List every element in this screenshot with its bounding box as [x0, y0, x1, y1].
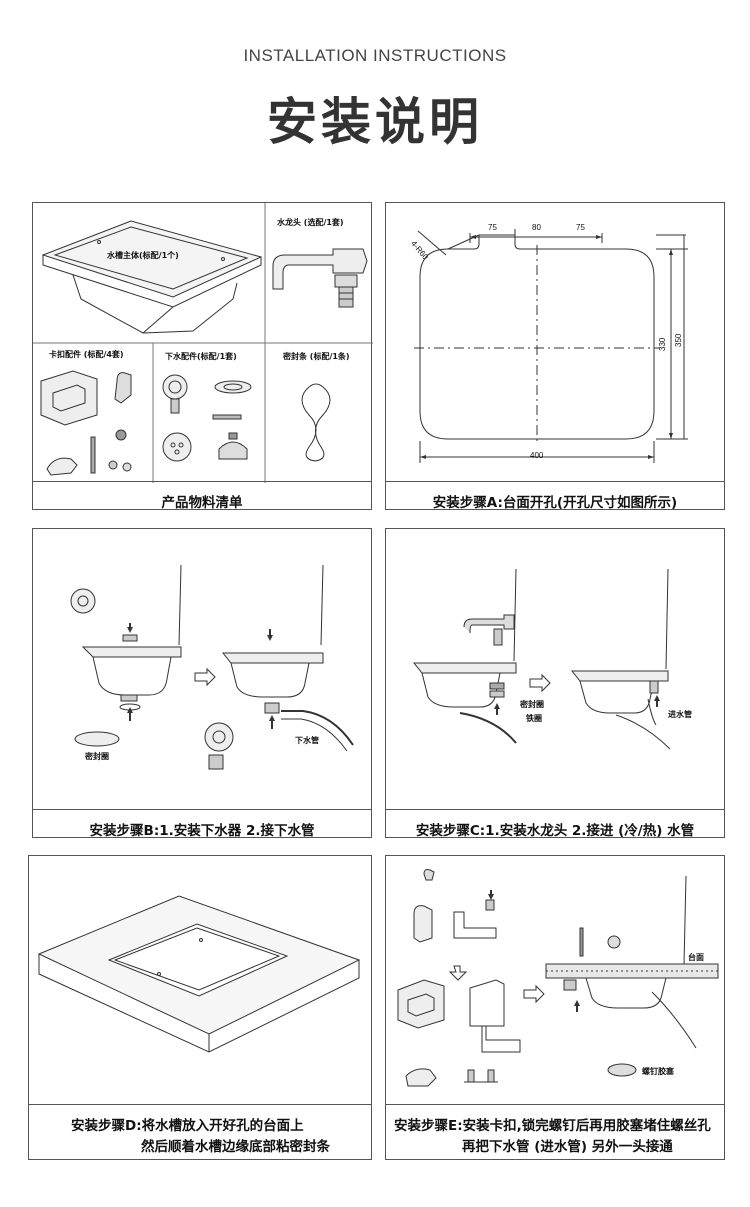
caption-bar — [386, 1104, 724, 1159]
step-a-caption: 安装步骤A:台面开孔(开孔尺寸如图所示) — [432, 495, 678, 511]
header-title-cn: 安装说明 — [267, 93, 483, 151]
parts-list-panel: 水槽主体(标配/1个) 水龙头 (选配/1套) 卡扣配件 (标配/4套) 下水配… — [32, 202, 373, 511]
step-d-caption-line1: 安装步骤D:将水槽放入开好孔的台面上 — [71, 1118, 304, 1134]
parts-list-caption: 产品物料清单 — [161, 495, 243, 511]
label-iron-ring: 铁圈 — [526, 714, 542, 723]
step-c-caption: 安装步骤C:1.安装水龙头 2.接进 (冷/热) 水管 — [415, 823, 695, 839]
step-c-panel: 密封圈 铁圈 进水管 安装步骤C:1.安装水龙头 2.接进 (冷/热) 水管 — [385, 528, 725, 839]
caption-bar — [386, 481, 724, 509]
label-inlet-pipe: 进水管 — [668, 710, 692, 719]
step-e-caption-line2: 再把下水管 (进水管) 另外一头接通 — [462, 1139, 673, 1155]
step-e-illustration — [397, 869, 719, 1087]
step-e-panel: 台面 螺钉胶塞 安装步骤E:安装卡扣,锁完螺钉后再用胶塞堵住螺丝孔 再把下水管 … — [385, 855, 725, 1160]
label-countertop: 台面 — [688, 953, 704, 962]
label-drain-pipe: 下水管 — [295, 736, 319, 745]
caption-bar — [33, 809, 371, 837]
cutout-diagram — [414, 229, 688, 463]
step-b-panel: 密封圈 下水管 安装步骤B:1.安装下水器 2.接下水管 — [32, 528, 372, 839]
step-a-panel: 75 80 75 4-R60 330 350 400 安装步骤A:台面开孔(开孔… — [385, 202, 725, 511]
step-b-illustration — [70, 564, 354, 770]
label-seal-ring: 密封圈 — [85, 752, 109, 761]
label-seal-strip: 密封条 (标配/1条) — [283, 352, 350, 361]
caption-bar — [29, 1104, 371, 1159]
label-screw-plug: 螺钉胶塞 — [642, 1067, 674, 1076]
step-d-illustration — [37, 895, 361, 1053]
dim-75-right: 75 — [576, 223, 585, 232]
dim-330: 330 — [658, 337, 667, 351]
dim-75-left: 75 — [488, 223, 497, 232]
parts-list-illustration — [33, 203, 373, 483]
step-d-panel: 安装步骤D:将水槽放入开好孔的台面上 然后顺着水槽边缘底部粘密封条 — [28, 855, 372, 1160]
caption-bar — [386, 809, 724, 837]
label-seal-ring: 密封圈 — [520, 700, 544, 709]
dim-400: 400 — [530, 451, 544, 460]
step-e-caption-line1: 安装步骤E:安装卡扣,锁完螺钉后再用胶塞堵住螺丝孔 — [394, 1118, 711, 1134]
dim-80: 80 — [532, 223, 541, 232]
header-title-en: INSTALLATION INSTRUCTIONS — [243, 46, 507, 65]
label-clip: 卡扣配件 (标配/4套) — [49, 350, 124, 359]
caption-bar — [33, 481, 371, 509]
step-b-caption: 安装步骤B:1.安装下水器 2.接下水管 — [89, 823, 315, 839]
label-faucet: 水龙头 (选配/1套) — [277, 218, 344, 227]
step-d-caption-line2: 然后顺着水槽边缘底部粘密封条 — [141, 1139, 330, 1155]
label-drain: 下水配件(标配/1套) — [165, 352, 237, 361]
dim-350: 350 — [674, 333, 683, 347]
step-c-illustration — [412, 568, 671, 750]
label-sink-body: 水槽主体(标配/1个) — [107, 251, 179, 260]
